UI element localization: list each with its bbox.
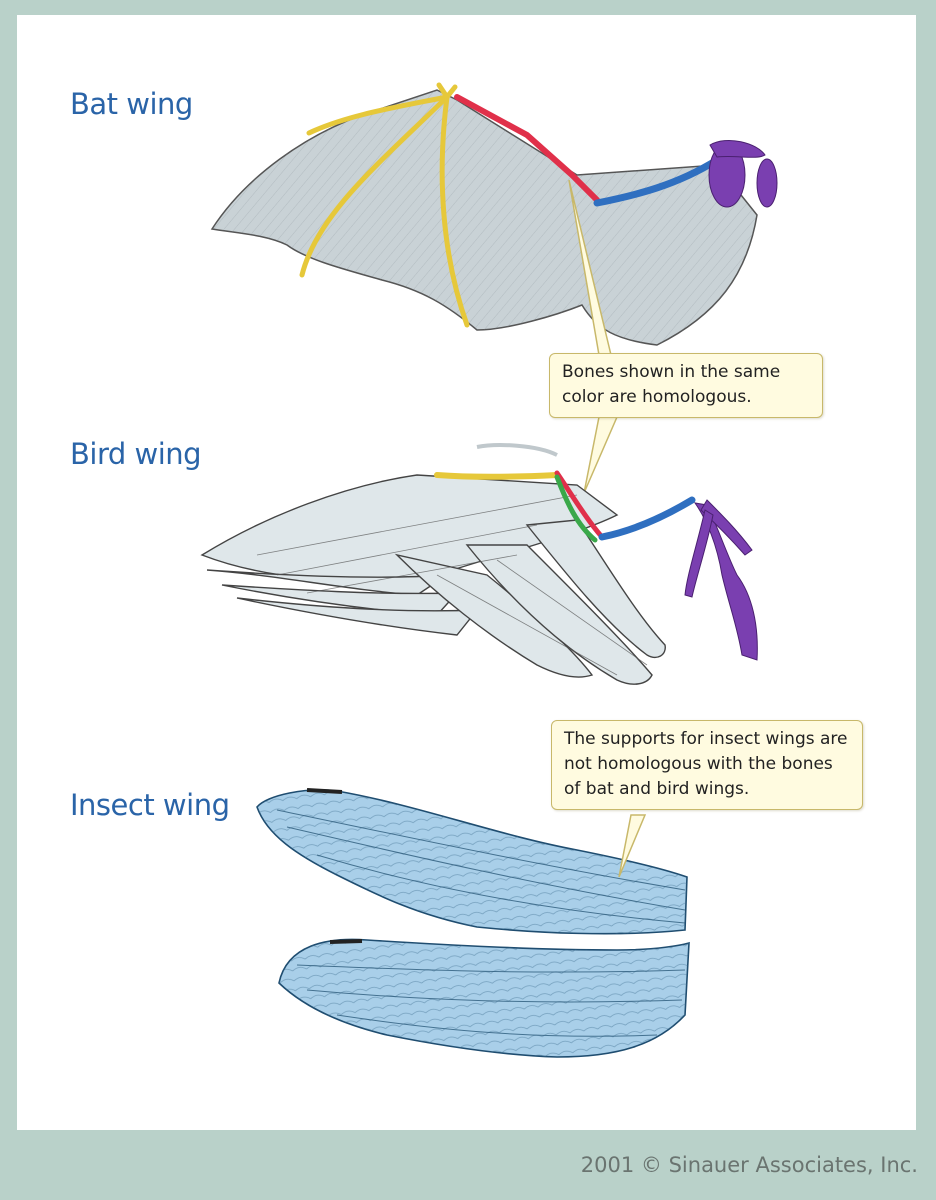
homology-callout: Bones shown in the same color are homolo… [549, 353, 823, 418]
bird-shoulder [684, 499, 758, 661]
bat-wing [210, 82, 778, 346]
bat-wing-label: Bat wing [70, 87, 193, 121]
bat-digits [299, 82, 470, 328]
wings-illustration [200, 82, 778, 1058]
bird-wing [200, 443, 758, 685]
bird-digits [434, 472, 560, 480]
bird-ulna [554, 474, 598, 543]
bird-wing-label: Bird wing [70, 437, 202, 471]
bones-callout-pointer-lower [583, 416, 619, 494]
insect-callout-pointer [618, 814, 647, 878]
bird-humerus [598, 496, 696, 541]
bird-radius [554, 470, 605, 540]
bat-shoulder [708, 139, 778, 208]
bat-humerus [593, 156, 721, 207]
figure-panel: Bat wing Bird wing Insect wing Bones sho… [17, 15, 916, 1130]
insect-wing [256, 788, 690, 1058]
insect-wing-label: Insect wing [70, 788, 230, 822]
copyright-notice: 2001 © Sinauer Associates, Inc. [580, 1153, 918, 1177]
insect-callout: The supports for insect wings are not ho… [551, 720, 863, 810]
bird-feathers [200, 474, 666, 685]
bat-radius [454, 94, 600, 203]
